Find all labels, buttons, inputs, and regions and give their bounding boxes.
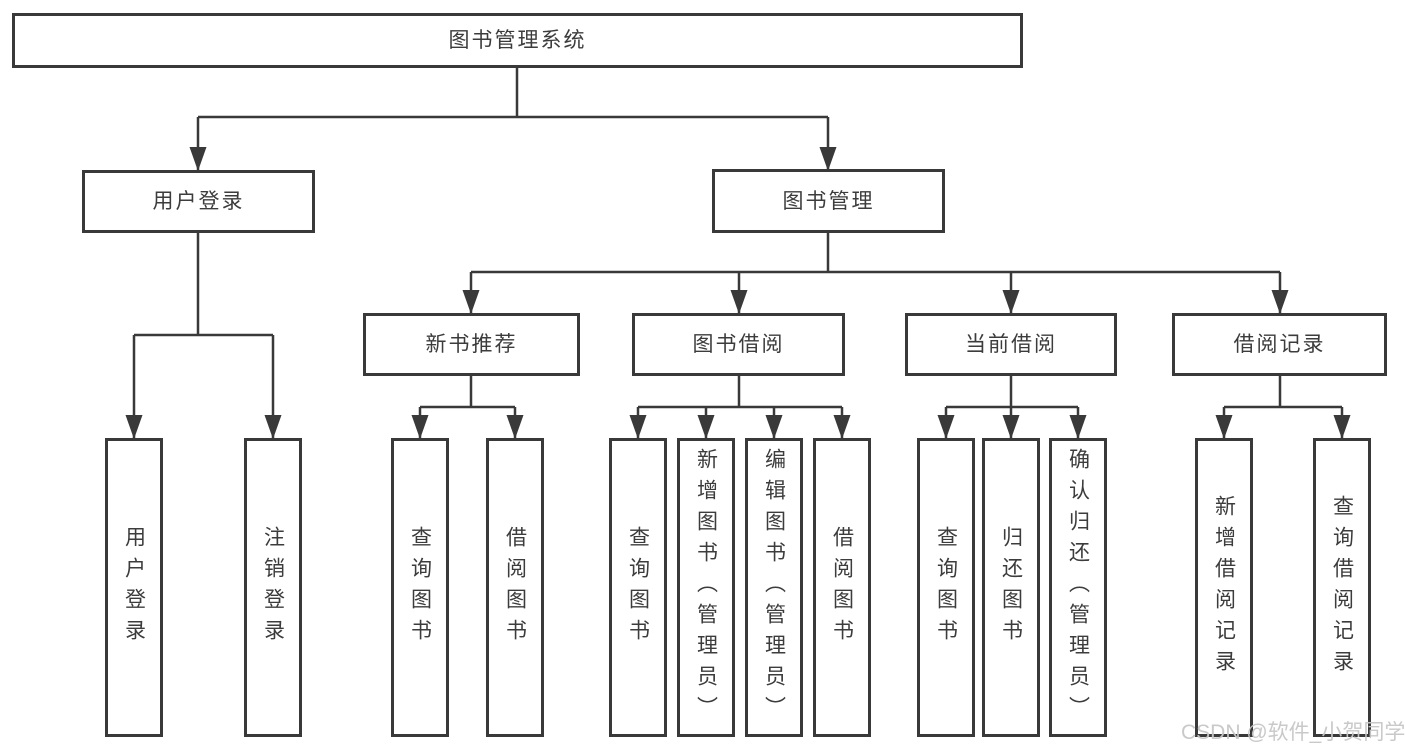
leaf-query-borrow-record: 查询借阅记录 — [1313, 438, 1371, 737]
leaf-add-borrow-record: 新增借阅记录 — [1195, 438, 1253, 737]
leaf-query-books-recommend: 查询图书 — [391, 438, 449, 737]
node-root: 图书管理系统 — [12, 13, 1023, 68]
leaf-borrow-books-recommend: 借阅图书 — [486, 438, 544, 737]
connector-rails — [134, 68, 1342, 409]
leaf-user-login: 用户登录 — [105, 438, 163, 737]
leaf-add-book-admin: 新增图书（管理员） — [677, 438, 735, 737]
node-user-login: 用户登录 — [82, 170, 315, 233]
leaf-return-book: 归还图书 — [982, 438, 1040, 737]
leaf-edit-book-admin: 编辑图书（管理员） — [745, 438, 803, 737]
node-book-management: 图书管理 — [712, 169, 945, 233]
node-new-book-recommend: 新书推荐 — [363, 313, 580, 376]
leaf-confirm-return-admin: 确认归还（管理员） — [1049, 438, 1107, 737]
leaf-query-books-borrow: 查询图书 — [609, 438, 667, 737]
csdn-watermark: CSDN @软件_小贺同学 — [1181, 721, 1405, 744]
node-borrow-records: 借阅记录 — [1172, 313, 1387, 376]
node-current-borrow: 当前借阅 — [905, 313, 1117, 376]
leaf-query-books-current: 查询图书 — [917, 438, 975, 737]
node-book-borrow: 图书借阅 — [632, 313, 845, 376]
leaf-borrow-books: 借阅图书 — [813, 438, 871, 737]
leaf-logout: 注销登录 — [244, 438, 302, 737]
